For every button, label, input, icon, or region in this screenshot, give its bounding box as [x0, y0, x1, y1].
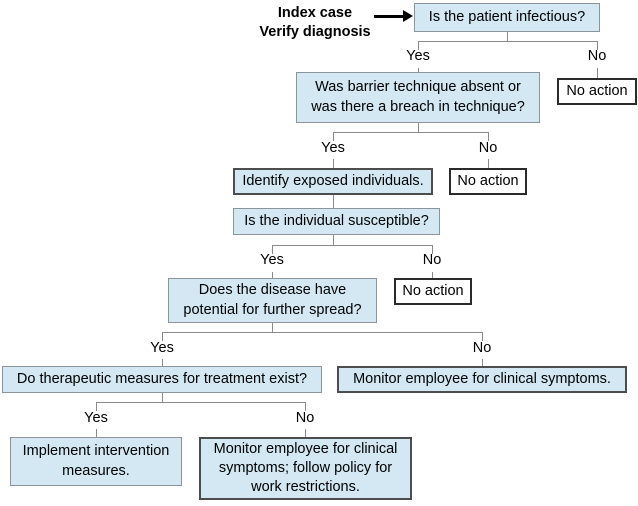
connector-b4-no-tail — [482, 359, 483, 367]
edge-label-b4-yes: Yes — [150, 340, 174, 356]
node-no-action-3[interactable]: No action — [394, 278, 472, 305]
connector-b5-no-tail — [305, 429, 306, 437]
connector-b4-yes-drop — [162, 332, 163, 341]
connector-b2-no-tail — [488, 159, 489, 168]
connector-b1-bar — [418, 41, 598, 42]
node-no-action-2[interactable]: No action — [449, 168, 527, 195]
connector-b4-bar — [162, 332, 483, 333]
edge-label-b1-yes: Yes — [406, 48, 430, 64]
connector-b5-no-drop — [305, 402, 306, 411]
connector-b2-no-drop — [488, 132, 489, 141]
edge-label-b2-no: No — [478, 140, 498, 156]
edge-label-b5-no: No — [295, 410, 315, 426]
edge-label-b2-yes: Yes — [321, 140, 345, 156]
start-label: Index case Verify diagnosis — [259, 4, 370, 41]
node-label: No action — [566, 82, 628, 99]
edge-label-b3-no: No — [422, 252, 442, 268]
start-arrow-shaft — [374, 15, 406, 18]
connector-b3-no-tail — [432, 272, 433, 279]
node-label: Monitor employee for clinical symptoms; … — [213, 440, 398, 496]
node-is-individual-susceptible[interactable]: Is the individual susceptible? — [233, 208, 440, 235]
node-therapeutic-measures-exist[interactable]: Do therapeutic measures for treatment ex… — [2, 366, 322, 393]
connector-b1-yes-tail — [418, 68, 419, 73]
node-label: Monitor employee for clinical symptoms. — [353, 370, 611, 387]
node-no-action-1[interactable]: No action — [557, 78, 637, 105]
node-barrier-technique-breach[interactable]: Was barrier technique absent or was ther… — [296, 72, 540, 123]
connector-b2-yes-drop — [333, 132, 334, 141]
connector-b5-yes-drop — [96, 402, 97, 411]
connector-b4-yes-tail — [162, 359, 163, 367]
node-label: Was barrier technique absent or was ther… — [311, 79, 525, 115]
connector-b3-bar — [272, 245, 433, 246]
node-identify-exposed-individuals[interactable]: Identify exposed individuals. — [233, 168, 433, 195]
node-label: Is the individual susceptible? — [244, 212, 429, 229]
node-label: Identify exposed individuals. — [242, 172, 424, 189]
connector-b1-no-tail — [597, 68, 598, 78]
node-monitor-employee-symptoms[interactable]: Monitor employee for clinical symptoms. — [337, 366, 627, 393]
node-label: No action — [402, 282, 464, 299]
edge-label-b3-yes: Yes — [260, 252, 284, 268]
edge-label-b1-no: No — [587, 48, 607, 64]
connector-b5-bar — [96, 402, 306, 403]
connector-b3-yes-drop — [272, 245, 273, 254]
connector-b2-yes-tail — [333, 159, 334, 168]
node-label: Is the patient infectious? — [428, 8, 586, 25]
node-monitor-employee-work-restrictions[interactable]: Monitor employee for clinical symptoms; … — [199, 437, 412, 500]
connector-b1-stem — [507, 32, 508, 42]
connector-b5-yes-tail — [96, 429, 97, 437]
node-disease-further-spread[interactable]: Does the disease have potential for furt… — [168, 278, 377, 323]
connector-b2-bar — [333, 132, 489, 133]
connector-b5-stem — [162, 393, 163, 403]
connector-b3-yes-tail — [272, 272, 273, 279]
connector-b3-no-drop — [432, 245, 433, 254]
connector-b1-yes-drop — [418, 41, 419, 50]
connector-b2-stem — [418, 123, 419, 133]
node-label: Does the disease have potential for furt… — [183, 282, 362, 318]
node-label: Do therapeutic measures for treatment ex… — [16, 370, 308, 387]
node-label: Implement intervention measures. — [22, 443, 170, 479]
connector-b4-no-drop — [482, 332, 483, 341]
start-label-line2: Verify diagnosis — [259, 23, 371, 40]
connector-b3-stem — [333, 235, 334, 246]
node-is-patient-infectious[interactable]: Is the patient infectious? — [414, 3, 600, 32]
connector-b1-no-drop — [597, 41, 598, 50]
edge-label-b5-yes: Yes — [84, 410, 108, 426]
start-label-line1: Index case — [277, 5, 353, 21]
start-arrow-head-icon — [403, 10, 413, 22]
connector-b4-stem — [272, 323, 273, 333]
node-implement-intervention-measures[interactable]: Implement intervention measures. — [10, 437, 182, 486]
connector-n4-n6 — [333, 195, 334, 208]
node-label: No action — [457, 172, 519, 189]
edge-label-b4-no: No — [472, 340, 492, 356]
